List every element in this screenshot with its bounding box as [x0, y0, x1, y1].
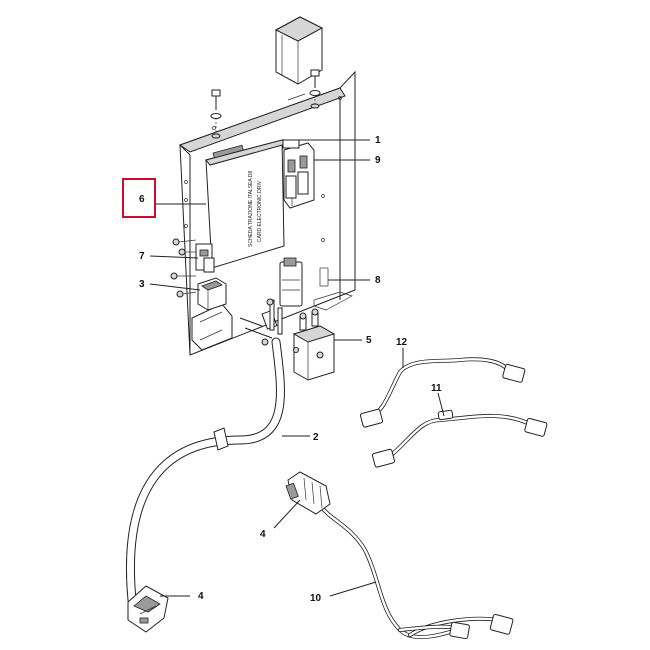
fuse-holder[interactable]: [279, 257, 303, 307]
relay[interactable]: [197, 277, 227, 311]
board-label-line1: SCHEDA TRAZIONE ITALSEA D8: [248, 171, 254, 247]
top-cover[interactable]: [274, 16, 324, 85]
callout-2[interactable]: 2: [313, 432, 319, 443]
callout-6-highlight-box: [122, 178, 156, 218]
harness-10-connector[interactable]: [285, 471, 331, 515]
callout-4-upper[interactable]: 4: [260, 529, 266, 540]
bolts-spacers[interactable]: [239, 298, 283, 346]
harness-12[interactable]: [359, 357, 526, 428]
harness-11[interactable]: [371, 409, 548, 468]
callout-9[interactable]: 9: [375, 155, 381, 166]
callout-5[interactable]: 5: [366, 335, 372, 346]
relay-block[interactable]: [282, 139, 315, 209]
callout-labels: 1 9 6 7 3 8 5 12 11 2 4 10 4: [139, 135, 442, 604]
traction-card[interactable]: SCHEDA TRAZIONE ITALSEA D8 CARD ELECTRON…: [205, 139, 287, 269]
contactor[interactable]: [292, 308, 336, 381]
board-label-line2: CARD ELECTRONIC DRIV: [257, 180, 263, 242]
callout-10[interactable]: 10: [310, 593, 322, 604]
harness-10[interactable]: [318, 503, 514, 640]
callout-1[interactable]: 1: [375, 135, 381, 146]
callout-12[interactable]: 12: [396, 337, 408, 348]
callout-3[interactable]: 3: [139, 279, 145, 290]
callout-8[interactable]: 8: [375, 275, 381, 286]
callout-11[interactable]: 11: [431, 383, 442, 394]
callout-7[interactable]: 7: [139, 251, 145, 262]
leader-lines: [149, 139, 445, 597]
callout-4-lower[interactable]: 4: [198, 591, 204, 602]
main-cable-harness[interactable]: [126, 337, 285, 605]
screw-washer-left[interactable]: [210, 89, 222, 139]
screw-washer-right[interactable]: [309, 69, 321, 109]
cable-end-connector[interactable]: [127, 585, 169, 633]
left-screws[interactable]: [170, 238, 197, 298]
small-connector[interactable]: [195, 243, 215, 273]
callout-6[interactable]: 6: [139, 194, 145, 205]
